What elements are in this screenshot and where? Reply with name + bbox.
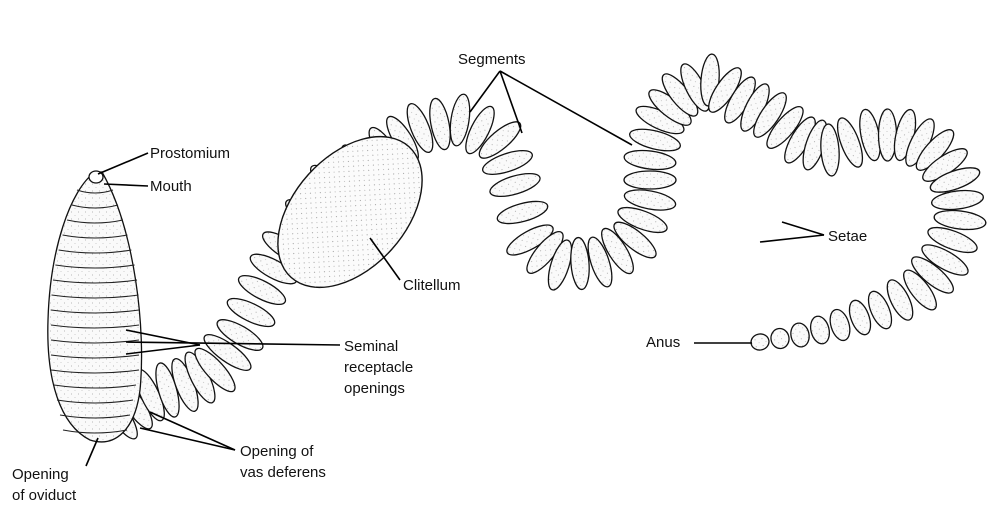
- segment-stipple: [171, 358, 199, 412]
- segment-stipple: [629, 129, 681, 151]
- segment-stipple: [790, 323, 810, 347]
- label-mouth: Mouth: [150, 178, 192, 195]
- segment-stipple: [740, 83, 770, 132]
- anterior-ring: [66, 219, 124, 224]
- segment-stipple: [830, 309, 850, 341]
- anterior-ring: [50, 369, 140, 374]
- anterior-ring: [50, 324, 140, 329]
- segment-stipple: [751, 333, 769, 351]
- leader-lines: [85, 70, 825, 467]
- segment-stipple: [548, 240, 572, 290]
- anterior-ring: [55, 264, 135, 269]
- segment-stipple: [407, 103, 433, 153]
- segment-stipple: [195, 348, 235, 392]
- segment-stipple: [482, 150, 533, 175]
- anterior-ring: [58, 249, 132, 254]
- label-oviduct-line1: Opening: [12, 466, 69, 483]
- segment-stipple: [708, 67, 742, 113]
- anterior-ring: [52, 279, 138, 284]
- segment-stipple: [479, 121, 521, 159]
- labels: Prostomium Mouth Segments Clitellum Seta…: [12, 51, 867, 504]
- segment-stipple: [927, 227, 978, 253]
- label-setae: Setae: [828, 228, 867, 245]
- segment-stipple: [636, 106, 684, 134]
- anterior-ring: [71, 204, 119, 209]
- segment-stipple: [506, 225, 554, 255]
- anterior-ring: [62, 429, 128, 434]
- segment-stipple: [135, 369, 165, 421]
- segment-stipple: [217, 319, 263, 351]
- segment-stipple: [429, 98, 451, 150]
- segment-stipple: [227, 298, 275, 327]
- segment-stipple: [753, 92, 787, 138]
- anterior-ring: [76, 189, 114, 194]
- segment-stipple: [931, 190, 984, 210]
- segment-stipple: [450, 94, 470, 146]
- anterior-ring: [59, 414, 131, 419]
- segment-stipple: [624, 150, 676, 170]
- segment-stipple: [837, 117, 863, 168]
- anterior-ring: [50, 309, 140, 314]
- segment-stipple: [820, 124, 840, 176]
- label-seminal-line1: Seminal: [344, 338, 398, 355]
- label-vas-line2: vas deferens: [240, 464, 326, 481]
- segment-stipple: [465, 106, 495, 154]
- segment-stipple: [526, 231, 564, 274]
- anterior-ring: [62, 234, 128, 239]
- label-segments: Segments: [458, 51, 526, 68]
- segment-stipple: [878, 109, 897, 161]
- anterior-ring: [51, 294, 139, 299]
- segment-stipple: [803, 120, 827, 170]
- segment-stipple: [887, 279, 913, 321]
- segment-stipple: [921, 244, 969, 276]
- segment-stipple: [624, 189, 676, 211]
- segment-stipple: [810, 316, 830, 344]
- segment-stipple: [624, 171, 676, 189]
- clitellum-band: [277, 135, 423, 289]
- segment-stipple: [934, 210, 986, 230]
- segment-stipple: [613, 222, 657, 258]
- segment-stipple: [601, 228, 634, 274]
- segment-stipple: [724, 77, 756, 123]
- segment-stipple: [250, 254, 297, 284]
- segment-stipple: [648, 89, 692, 126]
- segment-stipple: [185, 352, 215, 403]
- segment-stipple: [497, 201, 548, 224]
- segment-stipple: [784, 117, 816, 163]
- segment-stipple: [662, 73, 698, 117]
- label-prostomium: Prostomium: [150, 145, 230, 162]
- segment-stipple: [155, 362, 180, 418]
- segment-stipple: [922, 148, 968, 182]
- label-clitellum: Clitellum: [403, 277, 461, 294]
- anterior-ring: [50, 339, 140, 344]
- segment-stipple: [588, 237, 612, 287]
- label-oviduct-line2: of oviduct: [12, 487, 77, 504]
- segment-stipple: [849, 300, 871, 335]
- worm-anterior-end: [47, 170, 143, 443]
- label-vas-line1: Opening of: [240, 443, 314, 460]
- segment-stipple: [903, 270, 937, 310]
- anterior-ring: [50, 354, 140, 359]
- segment-stipple: [930, 167, 980, 193]
- segment-stipple: [617, 207, 668, 233]
- segment-stipple: [489, 173, 541, 197]
- segment-stipple: [570, 237, 590, 290]
- segment-stipple: [859, 109, 881, 161]
- segment-stipple: [238, 275, 286, 305]
- segment-stipple: [766, 106, 804, 149]
- anterior-ring: [53, 384, 137, 389]
- anterior-ring: [56, 399, 134, 404]
- label-seminal-line3: openings: [344, 380, 405, 397]
- segment-stipple: [905, 118, 935, 167]
- worm-body: [102, 53, 987, 440]
- label-seminal-line2: receptacle: [344, 359, 413, 376]
- segment-stipple: [770, 328, 790, 349]
- segment-stipple: [868, 291, 892, 329]
- segment-stipple: [911, 256, 954, 294]
- segment-stipple: [916, 129, 954, 171]
- label-anus: Anus: [646, 334, 680, 351]
